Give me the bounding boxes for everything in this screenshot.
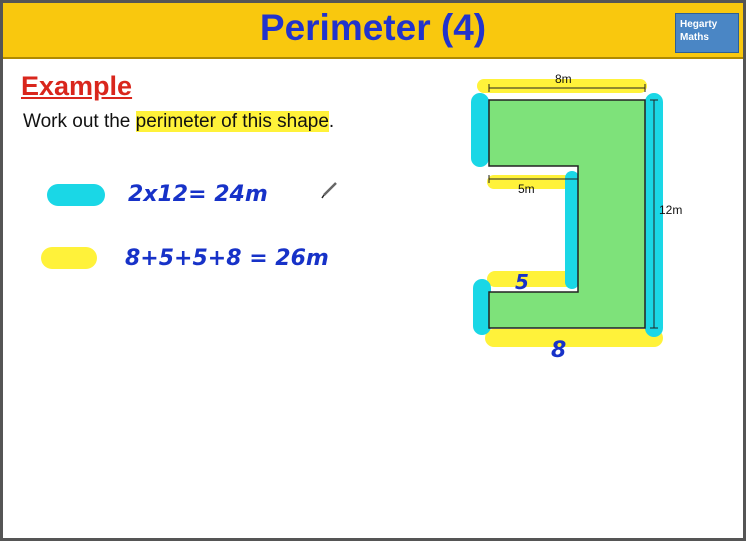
hegarty-maths-logo[interactable]: Hegarty Maths xyxy=(675,13,739,53)
composite-shape xyxy=(488,99,646,329)
right-dimension-line xyxy=(650,99,658,329)
question-part-1: Work out the xyxy=(23,111,136,132)
bottom-side-yellow-highlight xyxy=(485,329,663,347)
inner-dimension-label: 5m xyxy=(518,182,535,196)
top-dimension-label: 8m xyxy=(555,72,572,86)
top-left-cyan-highlight xyxy=(471,93,489,167)
page-title: Perimeter (4) xyxy=(259,7,487,48)
top-dimension-line xyxy=(488,84,646,92)
question-part-2: . xyxy=(328,111,335,132)
yellow-marker-swatch xyxy=(41,247,97,269)
top-side-yellow-highlight xyxy=(477,79,647,93)
inner-bottom-yellow-highlight xyxy=(487,271,577,287)
handwritten-bottom-8: 8 xyxy=(551,338,566,363)
question-text: Work out the perimeter of this shape. xyxy=(23,111,334,133)
example-heading: Example xyxy=(21,71,133,101)
inner-dimension-line xyxy=(488,175,579,183)
bottom-left-cyan-highlight xyxy=(473,279,491,335)
title-bar: Perimeter (4) Hegarty Maths xyxy=(3,3,743,59)
cyan-marker-swatch xyxy=(47,184,105,206)
logo-text: Hegarty Maths xyxy=(680,19,718,43)
pen-cursor-icon[interactable] xyxy=(321,182,337,199)
inner-vertical-cyan-highlight xyxy=(565,171,579,289)
question-highlight: perimeter of this shape xyxy=(135,111,329,132)
cyan-working-text: 2x12= 24m xyxy=(128,182,268,207)
yellow-working-text: 8+5+5+8 = 26m xyxy=(125,246,329,271)
annotation-canvas: 2x12= 24m 8+5+5+8 = 26m 8m 5m xyxy=(41,72,682,363)
right-dimension-label: 12m xyxy=(659,203,682,217)
handwritten-inner-5: 5 xyxy=(515,270,529,294)
